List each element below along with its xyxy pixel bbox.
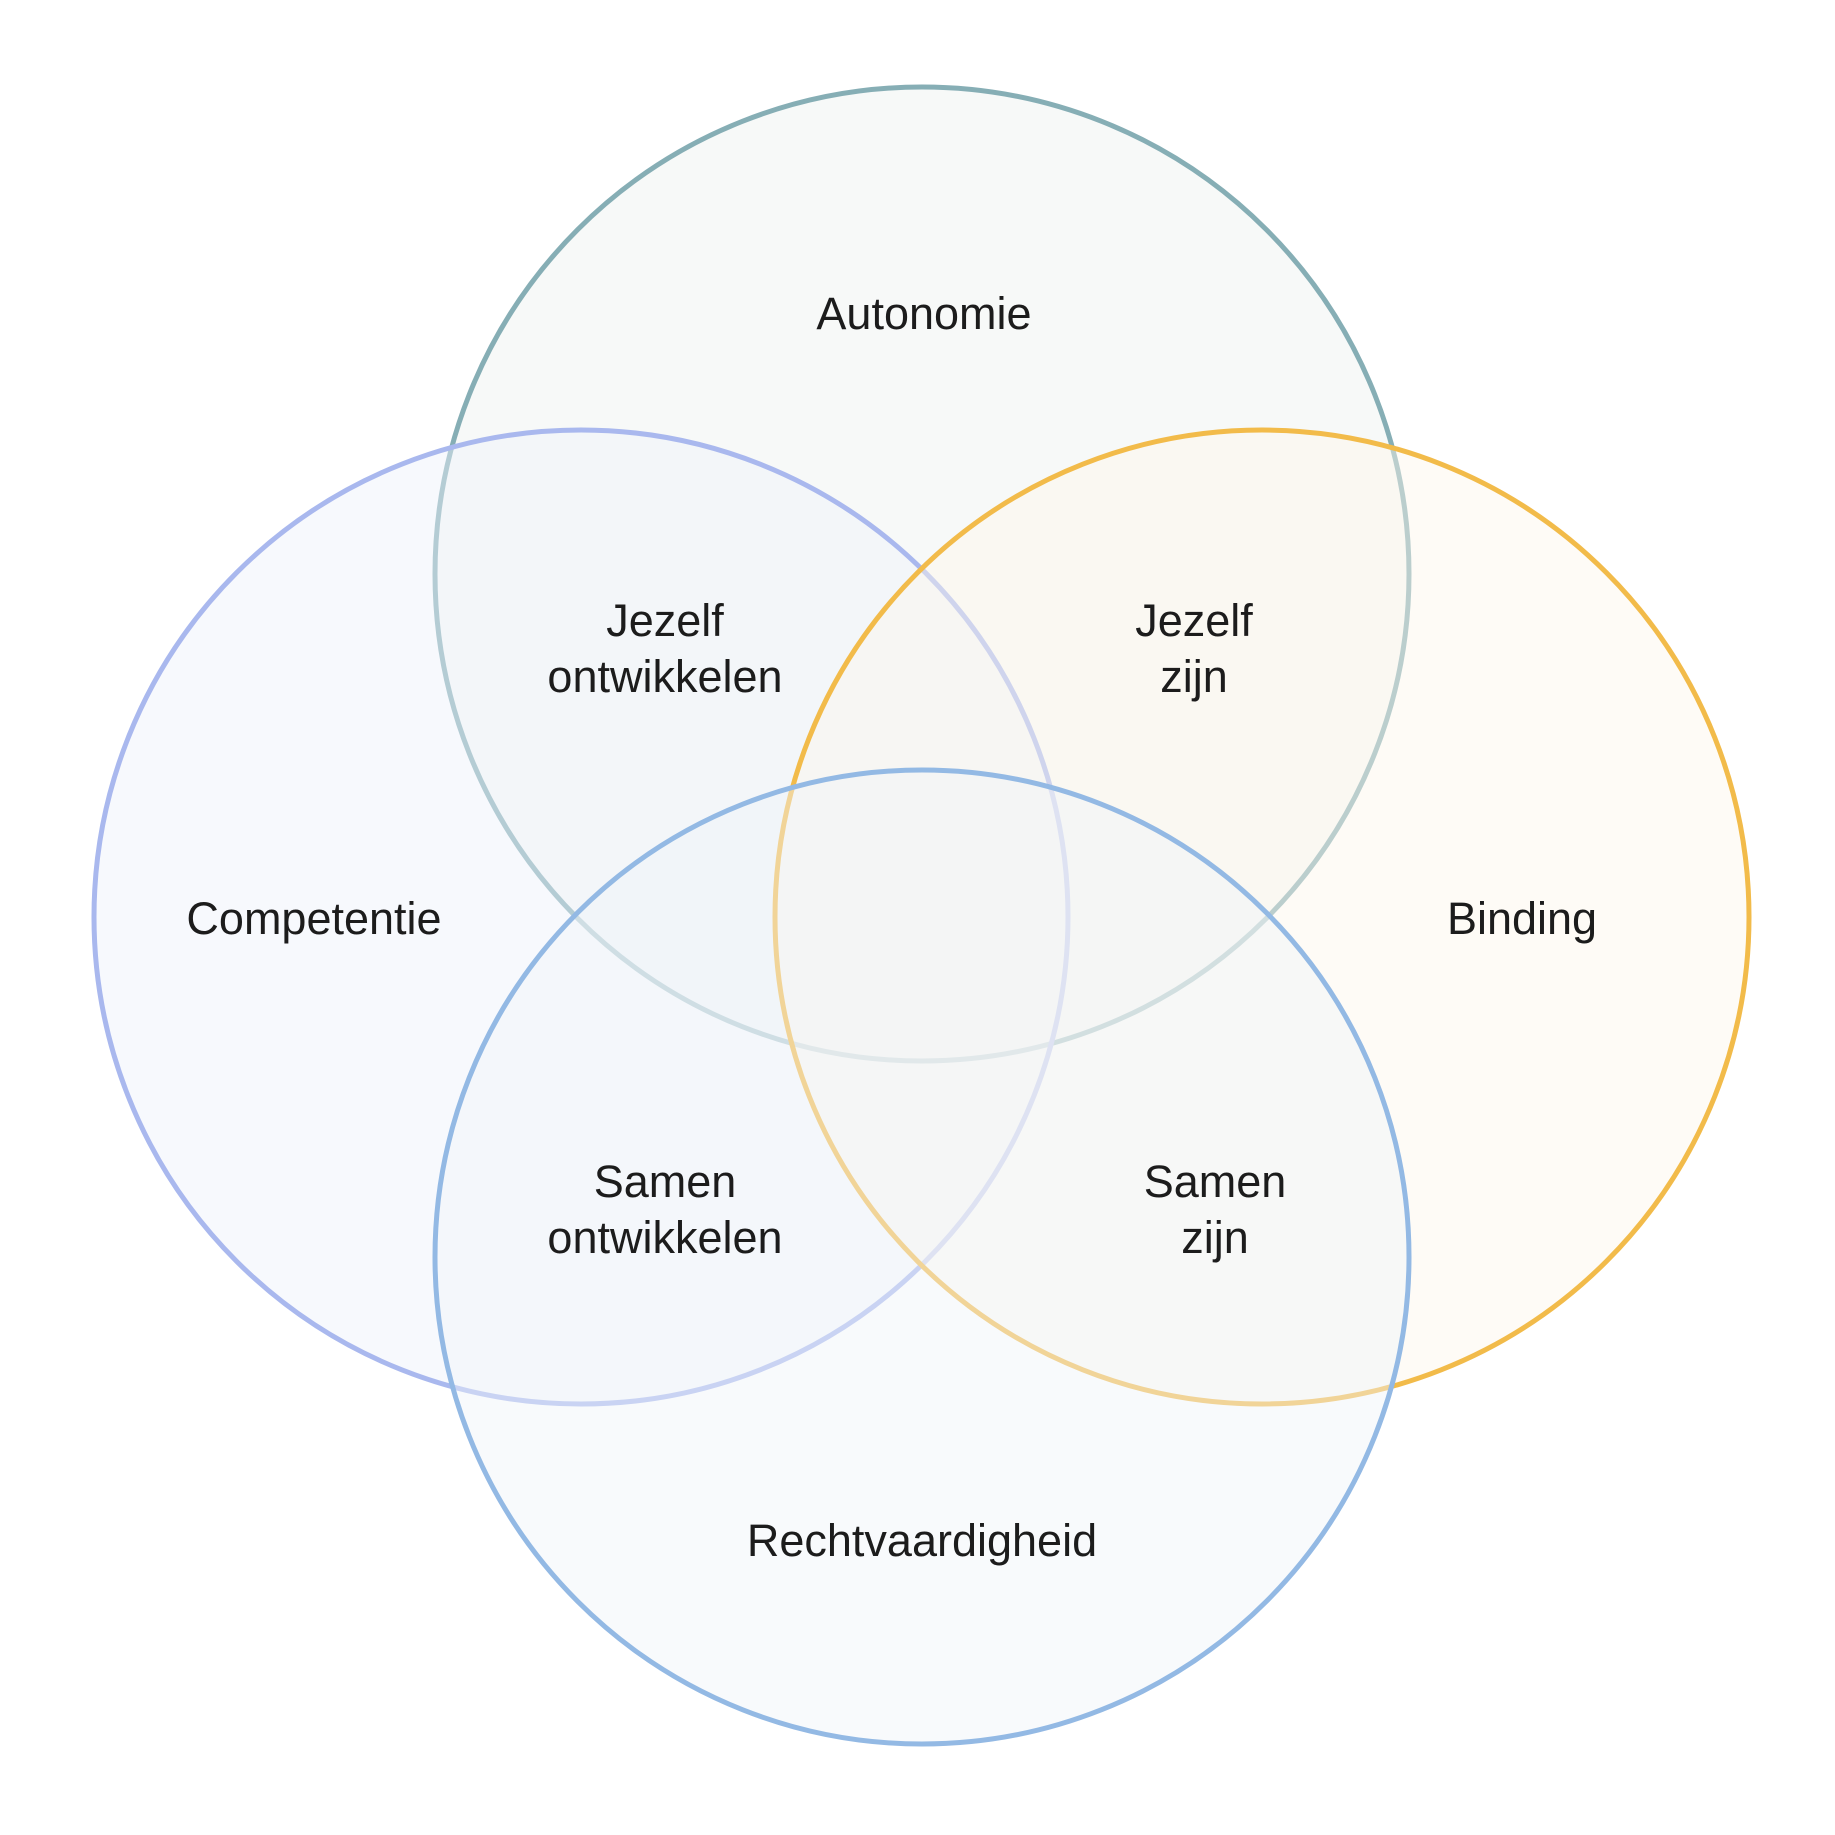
- label-jezelf-zijn-line2: zijn: [1160, 651, 1228, 702]
- circle-autonomie: [432, 84, 1412, 1064]
- circle-competentie: [91, 427, 1071, 1407]
- labels-layer: Autonomie Competentie Binding Rechtvaard…: [186, 288, 1597, 1566]
- label-rechtvaardigheid: Rechtvaardigheid: [747, 1515, 1097, 1566]
- label-samen-ontwikkelen-line2: ontwikkelen: [547, 1212, 782, 1263]
- label-jezelf-ontwikkelen-line1: Jezelf: [606, 595, 724, 646]
- label-jezelf-ontwikkelen-line2: ontwikkelen: [547, 651, 782, 702]
- label-jezelf-zijn-line1: Jezelf: [1135, 595, 1253, 646]
- circle-binding: [772, 427, 1752, 1407]
- label-samen-zijn-line2: zijn: [1181, 1212, 1249, 1263]
- circles-layer: [91, 84, 1752, 1747]
- circle-rechtvaardigheid: [432, 767, 1412, 1747]
- label-binding: Binding: [1447, 893, 1597, 944]
- label-samen-zijn-line1: Samen: [1144, 1156, 1287, 1207]
- label-samen-ontwikkelen-line1: Samen: [594, 1156, 737, 1207]
- label-autonomie: Autonomie: [816, 288, 1031, 339]
- label-competentie: Competentie: [186, 893, 441, 944]
